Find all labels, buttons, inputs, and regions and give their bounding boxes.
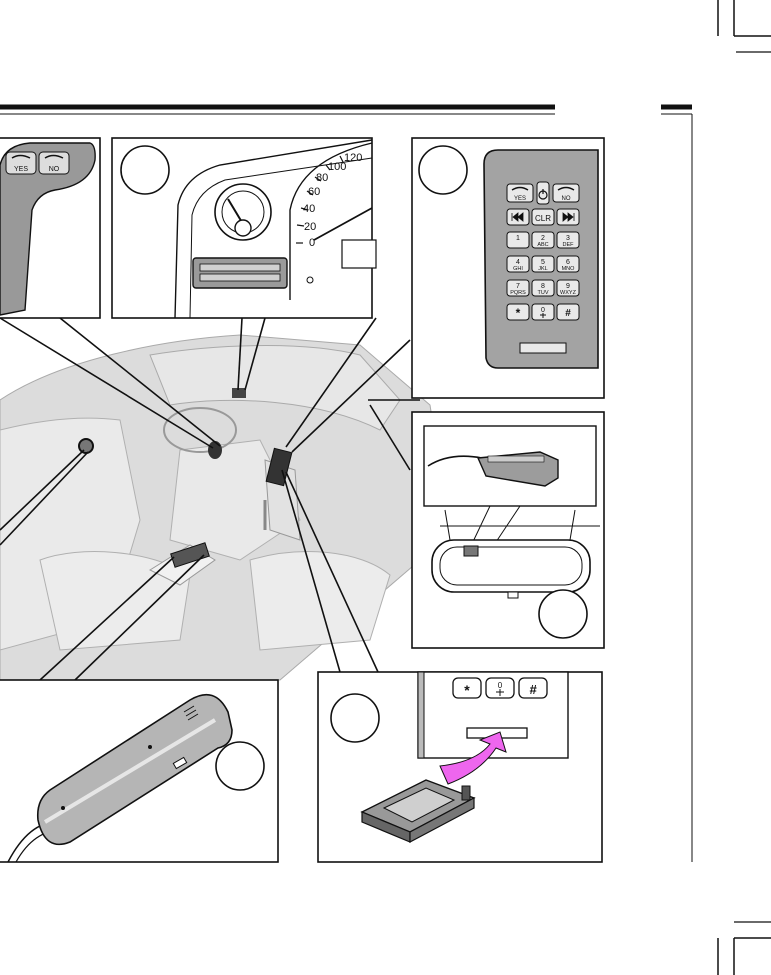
- card-star-label: *: [464, 682, 470, 698]
- steering-wheel-button-marker: [208, 441, 222, 459]
- keypad-prev-key: [506, 208, 530, 226]
- keypad-marker: [265, 447, 293, 487]
- keypad-key-4: 4 GHI: [506, 255, 530, 273]
- keypad-key-2-num: 2: [541, 235, 545, 242]
- dash-display-marker: [232, 388, 246, 398]
- card-panel-zero-key: 0: [485, 677, 515, 699]
- fuel-gauge: [214, 183, 272, 241]
- keypad-card-slot: [519, 342, 567, 354]
- microphone-marker: [78, 438, 94, 454]
- card-hash-label: #: [529, 682, 537, 697]
- keypad-key-5-num: 5: [541, 259, 545, 266]
- keypad-power-key: [536, 181, 550, 205]
- keypad-key-hash: #: [556, 303, 580, 321]
- handset-cradle-marker: [170, 542, 210, 568]
- keypad-key-1: 1: [506, 231, 530, 249]
- speedo-tick-60: 60: [308, 186, 320, 198]
- keypad-key-5: 5 JKL: [531, 255, 555, 273]
- keypad-key-8-letters: TUV: [538, 290, 549, 296]
- callout-circle-keypad: [418, 145, 468, 195]
- speedo-tick-0: 0: [309, 237, 315, 249]
- keypad-key-7-letters: PQRS: [510, 290, 526, 296]
- keypad-key-3: 3 DEF: [556, 231, 580, 249]
- leader-lines: [0, 317, 420, 681]
- steering-yes-label: YES: [14, 166, 28, 173]
- callout-circle-mirror: [538, 589, 588, 639]
- keypad-key-6: 6 MNO: [556, 255, 580, 273]
- keypad-key-4-num: 4: [516, 259, 520, 266]
- speedo-tick-100: 100: [328, 161, 346, 173]
- keypad-yes-key: YES: [506, 183, 534, 203]
- keypad-clear-key: CLR: [531, 208, 555, 226]
- steering-no-button: NO: [38, 151, 70, 175]
- card-panel-star-key: *: [452, 677, 482, 699]
- steering-no-label: NO: [49, 166, 60, 173]
- callout-circle-cluster: [120, 145, 170, 195]
- car-interior: [0, 334, 441, 681]
- rearview-mirror: [431, 539, 591, 593]
- keypad-key-star: *: [506, 303, 530, 321]
- keypad-next-key: [556, 208, 580, 226]
- callout-circle-card: [330, 693, 380, 743]
- keypad-key-8: 8 TUV: [531, 279, 555, 297]
- panel-mirror-microphone: [411, 411, 605, 649]
- keypad-star-label: *: [516, 306, 521, 320]
- callout-circle-handset: [215, 741, 265, 791]
- keypad-key-7: 7 PQRS: [506, 279, 530, 297]
- keypad-key-4-letters: GHI: [513, 266, 523, 272]
- keypad-key-5-letters: JKL: [538, 266, 547, 272]
- keypad-key-2-letters: ABC: [537, 242, 548, 248]
- keypad-key-6-num: 6: [566, 259, 570, 266]
- keypad-no-label: NO: [562, 196, 571, 202]
- keypad-key-9: 9 WXYZ: [556, 279, 580, 297]
- card-zero-label: 0: [498, 681, 503, 690]
- keypad-key-7-num: 7: [516, 283, 520, 290]
- steering-yes-button: YES: [5, 151, 37, 175]
- keypad-hash-label: #: [565, 308, 571, 319]
- keypad-key-3-num: 3: [566, 235, 570, 242]
- keypad-key-3-letters: DEF: [563, 242, 575, 248]
- sim-card-tray: [360, 779, 476, 843]
- keypad-key-0: 0: [531, 303, 555, 321]
- keypad-yes-label: YES: [514, 196, 526, 202]
- keypad-zero-label: 0: [541, 307, 545, 314]
- speedo-tick-80: 80: [316, 172, 328, 184]
- speedo-tick-40: 40: [303, 203, 315, 215]
- keypad-clear-label: CLR: [535, 214, 551, 223]
- card-panel-hash-key: #: [518, 677, 548, 699]
- keypad-key-9-num: 9: [566, 283, 570, 290]
- cluster-display-window: [192, 257, 288, 289]
- keypad-key-6-letters: MNO: [562, 266, 576, 272]
- keypad-no-key: NO: [552, 183, 580, 203]
- speedo-tick-120: 120: [344, 152, 362, 164]
- keypad-key-8-num: 8: [541, 283, 545, 290]
- panel-keypad: YES NO CLR 1 2: [411, 137, 605, 399]
- car-component-markers: [78, 388, 293, 568]
- panel-card-insertion: * 0 #: [317, 671, 603, 863]
- keypad-key-9-letters: WXYZ: [560, 290, 577, 296]
- panel-instrument-cluster: 0 20 40 60 80 100 120: [111, 137, 377, 319]
- keypad-key-2: 2 ABC: [531, 231, 555, 249]
- panel-handset: [0, 679, 279, 863]
- keypad-key-1-num: 1: [516, 235, 520, 242]
- panel-steering-buttons: YES NO: [0, 137, 101, 319]
- insert-arrow: [439, 731, 507, 785]
- speedo-tick-20: 20: [304, 221, 316, 233]
- speedometer: 0 20 40 60 80 100 120: [296, 152, 377, 269]
